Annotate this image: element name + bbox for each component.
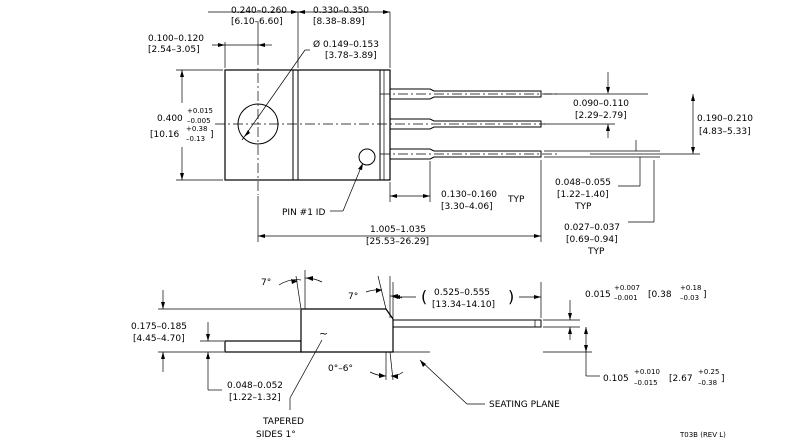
- lead-3: [390, 148, 542, 160]
- leads: [380, 88, 560, 160]
- dim-hole-offset-inch: 0.100–0.120: [148, 34, 204, 44]
- side-tab: [224, 340, 302, 353]
- top-view: 0.240–0.260 [6.10–6.60] 0.330–0.350 [8.3…: [148, 6, 753, 257]
- dim-tab-width-inch: 0.240–0.260: [231, 6, 287, 16]
- dim-lead-width-inch: 0.048–0.055: [555, 178, 611, 188]
- side-body-outline: [300, 308, 394, 353]
- dim-height-mm-plus: +0.38: [186, 125, 207, 133]
- dim-lead-pitch-inch: 0.090–0.110: [573, 99, 629, 109]
- lead-length-mm: [13.34–14.10]: [432, 300, 495, 310]
- dim-lead-width-mm: [1.22–1.40]: [557, 190, 609, 200]
- dim-body-width-mm: [8.38–8.89]: [313, 17, 365, 27]
- pin1-id-label: PIN #1 ID: [282, 208, 325, 218]
- lead-length-paren-close: ): [508, 287, 514, 306]
- side-lead: [392, 319, 542, 328]
- lead-2: [390, 118, 542, 130]
- tapered-line1: TAPERED: [262, 417, 304, 427]
- dim-height-inch: 0.400: [157, 114, 183, 124]
- dim-lead-span-mm: [4.83–5.33]: [699, 127, 751, 137]
- standoff-tol-plus: +0.010: [634, 368, 660, 376]
- lead-1: [390, 88, 542, 100]
- dim-hole-diameter-inch: Ø 0.149–0.153: [313, 39, 379, 50]
- dim-lead-shoulder-mm: [3.30–4.06]: [441, 202, 493, 212]
- standoff-tol-minus: –0.015: [634, 379, 658, 387]
- dim-lead-thickness-inch: 0.027–0.037: [564, 223, 620, 233]
- dim-body-width-inch: 0.330–0.350: [313, 6, 369, 16]
- pin1-id-dot: [358, 148, 376, 166]
- tab-thickness-inch: 0.048–0.052: [227, 381, 283, 391]
- dim-lead-thickness-mm: [0.69–0.94]: [566, 235, 618, 245]
- standoff-mm-close: ]: [721, 374, 725, 384]
- dim-overall-length-mm: [25.53–26.29]: [366, 237, 429, 247]
- dim-lead-span-inch: 0.190–0.210: [697, 114, 753, 124]
- tab-thickness-mm: [1.22–1.32]: [229, 393, 281, 403]
- angle-right-label: 7°: [348, 292, 358, 302]
- seating-plane-label: SEATING PLANE: [489, 400, 560, 410]
- tapered-line2: SIDES 1°: [256, 430, 296, 440]
- standoff-inch: 0.105: [603, 374, 629, 384]
- lead-length-inch: 0.525–0.555: [434, 288, 490, 298]
- angle-bottom-label: 0°–6°: [328, 364, 353, 374]
- body-height-inch: 0.175–0.185: [131, 322, 187, 332]
- dim-lead-shoulder-typ: TYP: [507, 195, 525, 205]
- dim-height-mm-close: ]: [210, 130, 214, 140]
- lead-thickness-mm-minus: –0.03: [680, 294, 699, 302]
- lead-thickness-mm: [0.38: [648, 290, 672, 300]
- hole-diameter-leader: [241, 49, 306, 141]
- drawing-code: T03B (REV L): [679, 431, 726, 439]
- dim-lead-shoulder-inch: 0.130–0.160: [441, 190, 497, 200]
- lead-thickness-mm-plus: +0.18: [680, 284, 701, 292]
- standoff-mm-plus: +0.25: [698, 368, 719, 376]
- dim-hole-offset-mm: [2.54–3.05]: [148, 45, 200, 55]
- tilde-mark: ~: [319, 327, 328, 340]
- dim-lead-thickness-typ: TYP: [587, 247, 605, 257]
- lead-thickness-tol-plus: +0.007: [614, 284, 640, 292]
- lead-thickness-tol-minus: –0.001: [614, 294, 638, 302]
- dim-lead-width-typ: TYP: [574, 202, 592, 212]
- dim-height-mm: [10.16: [150, 130, 180, 140]
- dim-overall-length-inch: 1.005–1.035: [370, 225, 426, 235]
- seating-plane-leader: [419, 359, 468, 405]
- dim-lead-pitch-mm: [2.29–2.79]: [575, 111, 627, 121]
- lead-thickness-mm-close: ]: [703, 290, 707, 300]
- dim-tab-width-mm: [6.10–6.60]: [231, 17, 283, 27]
- side-view: 7° 7° ( 0.525–0.555 [13.34–14.10] ) 0.01…: [131, 270, 725, 440]
- standoff-mm-minus: –0.38: [698, 379, 717, 387]
- dim-height-tol-minus: –0.005: [187, 117, 211, 125]
- lead-thickness-inch: 0.015: [585, 290, 611, 300]
- body-height-mm: [4.45–4.70]: [133, 334, 185, 344]
- standoff-mm: [2.67: [669, 374, 693, 384]
- package-body-outline: [224, 69, 391, 181]
- dim-height-tol-plus: +0.015: [187, 107, 213, 115]
- angle-left-label: 7°: [261, 278, 271, 288]
- lead-length-paren-open: (: [421, 287, 427, 306]
- dim-height-mm-minus: –0.13: [186, 135, 205, 143]
- dim-hole-diameter-mm: [3.78–3.89]: [325, 51, 377, 61]
